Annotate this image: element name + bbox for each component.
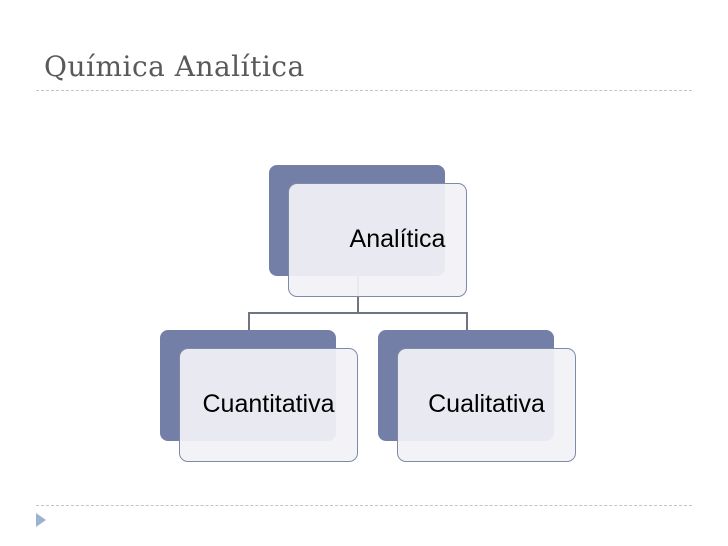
child-node-cuantitativa-label: Cuantitativa bbox=[202, 389, 335, 418]
top-divider bbox=[36, 90, 692, 91]
root-node-label: Analítica bbox=[349, 224, 446, 253]
root-node-card: Analítica bbox=[288, 183, 467, 297]
bottom-divider bbox=[36, 505, 692, 506]
slide-title: Química Analítica bbox=[44, 50, 305, 83]
connector-horizontal bbox=[248, 312, 467, 314]
connector-left-drop bbox=[248, 312, 250, 330]
child-node-cualitativa-label: Cualitativa bbox=[428, 389, 545, 418]
connector-right-drop bbox=[466, 312, 468, 330]
child-node-cuantitativa-card: Cuantitativa bbox=[179, 348, 358, 462]
child-node-cualitativa-card: Cualitativa bbox=[397, 348, 576, 462]
bullet-arrow-icon bbox=[36, 513, 46, 527]
